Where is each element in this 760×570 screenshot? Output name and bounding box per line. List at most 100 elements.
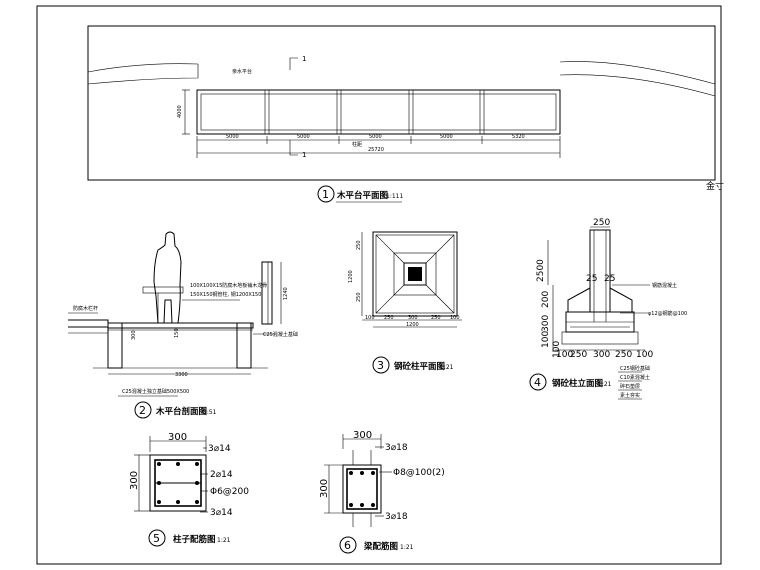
section-mark-top (289, 57, 298, 70)
view6-number: 6 (344, 539, 351, 552)
view5-column-rebar: 300 300 3⌀14 2⌀14 Φ6@200 3⌀14 5 柱子配筋图 1:… (129, 432, 249, 547)
view3-scale: 1:21 (440, 364, 454, 371)
plan-total-dim: 25720 (368, 147, 384, 153)
view3-bottom-dim-4: 250 (431, 315, 441, 321)
width-dim: 3300 (175, 372, 188, 378)
deck-inner (200, 93, 557, 131)
person-figure (153, 231, 182, 324)
view5-bars-top: 3⌀14 (208, 444, 231, 454)
view6-top-dim: 300 (353, 430, 372, 441)
footing-slope (567, 287, 633, 312)
view3-column-plan: 250 1200 250 100 250 300 250 100 1200 3 … (348, 231, 462, 374)
bench-rail (142, 286, 184, 294)
view4-note-mid: φ12@钢筋@100 (648, 310, 687, 317)
view6-bars-top: 3⌀18 (385, 443, 408, 453)
view4-left-dim-2: 300 (541, 315, 551, 332)
view4-title: 钢砼柱立面图 (552, 378, 603, 389)
view4-top-dim: 250 (593, 218, 610, 228)
section-mark-bottom (289, 140, 298, 156)
gravel-bed (561, 331, 639, 345)
left-bank (87, 63, 199, 85)
rail-post (261, 261, 273, 325)
view4-left-dim-3: 100 (541, 331, 551, 348)
view4-left-dim-1: 200 (541, 291, 551, 308)
view4-note-top: 钢筋混凝土 (652, 282, 677, 289)
view4-number-circle (529, 373, 547, 391)
legend-item-1: C25钢砼基础 (620, 365, 650, 372)
view4-bottom-dim-5: 100 (636, 350, 653, 360)
view3-bottom-dim-1: 100 (365, 315, 375, 321)
view2-number: 2 (139, 404, 146, 417)
column-shaft (589, 229, 611, 313)
pedestal-outline (393, 252, 437, 296)
view1-scale: 1:111 (386, 193, 403, 200)
side-label: 金寸 (706, 180, 724, 192)
view3-bottom-dim-5: 100 (450, 315, 460, 321)
depth-dim: 150 (174, 328, 180, 338)
view6-number-circle (339, 536, 357, 554)
view4-scale: 1:21 (598, 381, 612, 388)
plan-height-dim: 4000 (177, 105, 183, 118)
deck-slab (107, 322, 254, 329)
bay-dim-1: 5000 (226, 134, 239, 140)
view6-scale: 1:21 (400, 544, 414, 551)
footing-note: C25混凝土独立基础500X500 (122, 388, 189, 395)
view3-title: 钢砼柱平面图 (394, 361, 445, 372)
section-mark-top-label: 1 (302, 55, 306, 63)
view4-column-elevation: 250 25 25 2500 200 300 100 100 100 250 3… (529, 218, 687, 400)
footing-outline (372, 231, 458, 317)
view6-left-dim: 300 (319, 479, 330, 498)
view3-bottom-dim-3: 300 (408, 315, 418, 321)
view3-number: 3 (377, 359, 384, 372)
bay-dim-3: 5000 (369, 134, 382, 140)
view1-title: 木平台平面图 (336, 190, 388, 201)
legend-item-3: 碎石垫层 (620, 383, 640, 390)
c25-note: C25混凝土基础 (263, 331, 298, 338)
deck-outline (196, 89, 561, 135)
view5-stirrup: Φ6@200 (210, 487, 249, 497)
view1-frame (87, 25, 716, 181)
deck-bay-lines (264, 90, 485, 134)
shore-label: 亲水平台 (232, 68, 252, 75)
view3-left-dim-1: 250 (356, 240, 362, 250)
view4-height-dim: 2500 (536, 259, 546, 282)
view5-scale: 1:21 (217, 537, 231, 544)
view4-number: 4 (534, 376, 541, 389)
left-ground-line (68, 319, 109, 328)
bay-dim-4: 5000 (440, 134, 453, 140)
bay-dim-5: 5320 (512, 134, 525, 140)
view5-number: 5 (153, 532, 160, 545)
view4-bottom-dim-3: 300 (593, 350, 610, 360)
view3-total-dim: 1200 (406, 322, 419, 328)
view3-number-circle (372, 356, 390, 374)
section-note-1: 100X100X15防腐木地板铺木龙骨 (190, 282, 267, 289)
view1-number: 1 (322, 188, 329, 201)
view6-stirrup: Φ8@100(2) (393, 468, 445, 478)
view3-left-dim-3: 250 (356, 292, 362, 302)
view6-bars-bottom: 3⌀18 (385, 512, 408, 522)
view5-number-circle (148, 529, 166, 547)
view4-bottom-dim-4: 250 (615, 350, 632, 360)
view5-bars-bottom: 3⌀14 (210, 508, 233, 518)
view5-top-dim: 300 (168, 432, 187, 443)
bay-note: 柱距 (352, 141, 362, 148)
view4-left-dim-4: 100 (552, 341, 562, 358)
view4-bottom-dim-1: 100 (556, 350, 573, 360)
view2-title: 木平台剖面图 (155, 406, 207, 417)
section-mark-bottom-label: 1 (302, 151, 306, 159)
view6-title: 梁配筋图 (363, 541, 398, 552)
column-bars (157, 462, 199, 504)
bay-dim-2: 5000 (297, 134, 310, 140)
column-section (149, 454, 207, 512)
right-bank (559, 61, 716, 97)
view4-inner-dim-right: 25 (604, 274, 615, 284)
view4-legend: C25钢砼基础 C10素混凝土 碎石垫层 素土夯实 (618, 365, 650, 400)
rail-height-dim: 1240 (283, 287, 289, 300)
column-core (408, 267, 422, 281)
section-note-2: 150X150钢管柱, 钢1200X150 (190, 291, 261, 298)
view5-title: 柱子配筋图 (173, 534, 216, 545)
rail-note: 防腐木栏杆 (73, 305, 98, 312)
view3-left-dim-2: 1200 (348, 270, 354, 283)
legend-item-2: C10素混凝土 (620, 374, 650, 381)
